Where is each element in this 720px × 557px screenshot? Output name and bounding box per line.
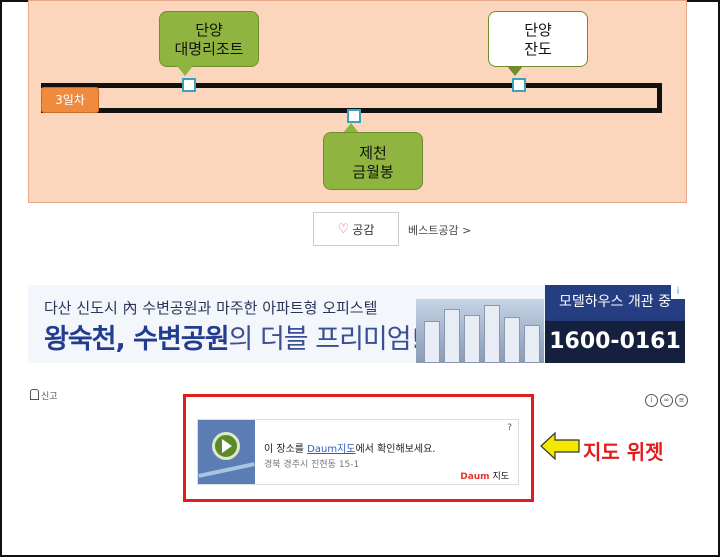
ad-title: 왕숙천, 수변공원의 더블 프리미엄!	[44, 317, 422, 356]
stop-geumwolbong: 제천 금월봉	[323, 132, 423, 190]
route-node-geumwolbong	[347, 109, 361, 123]
route-node-jando	[512, 78, 526, 92]
map-widget-title: 이 장소를 Daum지도에서 확인해보세요.	[264, 440, 435, 455]
map-thumbnail[interactable]	[198, 420, 255, 484]
stop-line2: 대명리조트	[174, 40, 244, 58]
map-address: 경북 경주시 진현동 15-1	[264, 460, 360, 470]
report-link[interactable]: 신고	[30, 389, 58, 402]
day-label: 3일차	[41, 87, 99, 113]
title-suffix: 에서 확인해보세요.	[355, 444, 436, 455]
menu-circle-icon[interactable]: ≡	[675, 394, 688, 407]
help-icon[interactable]: ?	[507, 423, 512, 433]
report-icon	[30, 389, 39, 400]
daum-logo-text: Daum	[460, 472, 490, 482]
empathy-label: 공감	[352, 222, 375, 237]
stop-line2: 금월봉	[352, 163, 394, 181]
daum-map-logo: Daum 지도	[460, 469, 509, 482]
bubble-tail	[177, 66, 193, 76]
ad-side-panel: 모델하우스 개관 중 1600-0161	[545, 285, 685, 363]
stop-jando: 단양 잔도	[488, 11, 588, 67]
ad-side-top: 모델하우스 개관 중	[545, 285, 685, 319]
best-empathy-link[interactable]: 베스트공감 >	[408, 224, 472, 237]
ad-info-icon[interactable]: i	[671, 285, 685, 299]
route-node-daemyung	[182, 78, 196, 92]
ad-headline: 다산 신도시 內 수변공원과 마주한 아파트형 오피스텔	[44, 299, 378, 317]
ad-building-image	[416, 299, 544, 363]
arrow-left-icon	[540, 431, 580, 461]
stop-line1: 단양	[195, 21, 223, 39]
stop-line1: 단양	[524, 21, 552, 39]
annotation-label: 지도 위젯	[583, 440, 664, 464]
ad-banner[interactable]: 다산 신도시 內 수변공원과 마주한 아파트형 오피스텔 왕숙천, 수변공원의 …	[28, 285, 685, 363]
ad-title-bold: 왕숙천, 수변공원	[44, 324, 230, 355]
empathy-button[interactable]: ♡ 공감	[313, 212, 399, 246]
stop-daemyung-resort: 단양 대명리조트	[159, 11, 259, 67]
map-logo-text: 지도	[492, 472, 509, 482]
stop-line1: 제천	[359, 144, 387, 162]
daum-map-link[interactable]: Daum지도	[307, 444, 356, 455]
title-prefix: 이 장소를	[264, 444, 308, 455]
ad-phone: 1600-0161	[545, 321, 685, 363]
map-widget[interactable]: 이 장소를 Daum지도에서 확인해보세요. 경북 경주시 진현동 15-1 ?…	[197, 419, 519, 485]
bubble-tail	[507, 66, 523, 76]
itinerary-diagram: 3일차 단양 대명리조트 단양 잔도 제천 금월봉	[28, 0, 687, 203]
play-icon	[222, 439, 232, 453]
stop-line2: 잔도	[524, 40, 552, 58]
heart-icon: ♡	[337, 221, 350, 237]
report-label: 신고	[41, 392, 58, 402]
link-circle-icon[interactable]: ∞	[660, 394, 673, 407]
highlight-box	[183, 394, 534, 502]
share-icons: i∞≡	[645, 387, 690, 407]
ad-title-rest: 의 더블 프리미엄!	[228, 324, 422, 355]
info-circle-icon[interactable]: i	[645, 394, 658, 407]
bubble-tail	[343, 123, 359, 133]
